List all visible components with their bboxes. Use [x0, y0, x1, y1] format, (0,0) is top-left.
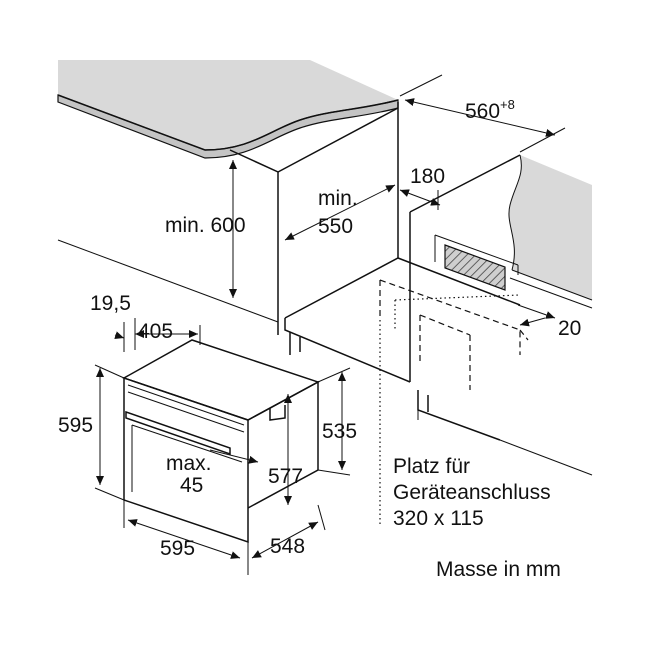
- label-platz-line2: Geräteanschluss: [393, 481, 551, 504]
- ventilation-slot: [444, 244, 506, 291]
- label-platz-line1: Platz für: [393, 455, 470, 478]
- label-max-45-line2: 45: [180, 474, 203, 497]
- label-19-5: 19,5: [90, 292, 131, 315]
- connection-note: Platz für Geräteanschluss 320 x 115: [393, 455, 551, 530]
- oven: [122, 339, 320, 544]
- label-535: 535: [322, 420, 357, 443]
- label-548: 548: [270, 535, 305, 558]
- label-577: 577: [268, 465, 303, 488]
- label-595-height: 595: [58, 414, 93, 437]
- dimension-labels: 560+8 180 min. 600 min. 550 20 19,5 405 …: [58, 97, 581, 560]
- units-note: Masse in mm: [436, 558, 561, 581]
- countertop-right: [508, 154, 593, 309]
- label-platz-line3: 320 x 115: [393, 507, 484, 530]
- countertop-left: [57, 60, 399, 159]
- label-min-550-line1: min.: [318, 187, 358, 210]
- label-595-width: 595: [160, 537, 195, 560]
- label-560: 560+8: [465, 97, 515, 123]
- cabinet-niche: [57, 102, 593, 525]
- label-20: 20: [558, 317, 581, 340]
- label-405: 405: [138, 320, 173, 343]
- label-min-550-line2: 550: [318, 215, 353, 238]
- label-max-45-line1: max.: [166, 452, 212, 475]
- label-180: 180: [410, 165, 445, 188]
- label-min-600: min. 600: [165, 214, 246, 237]
- dimension-lines: [94, 74, 566, 575]
